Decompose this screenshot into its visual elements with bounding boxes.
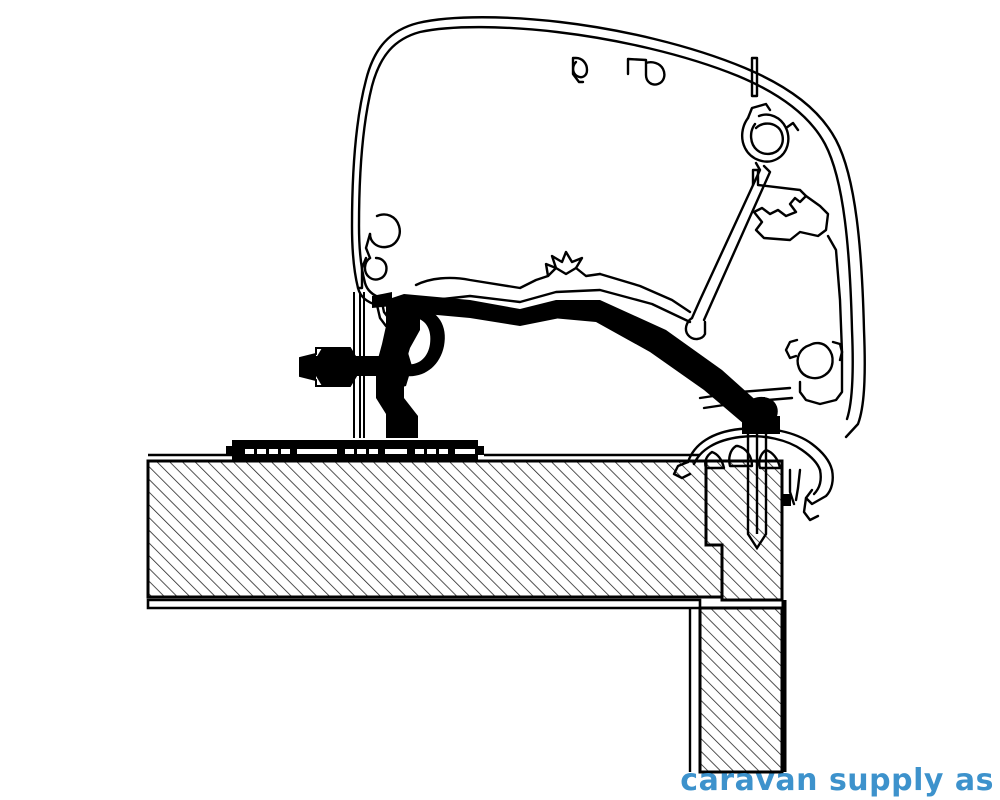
mounting-plate [353,292,365,438]
trim-wall-joint-marker [783,494,791,506]
awning-profile-lower-lip [414,250,692,324]
base-plate-serrations [245,449,475,454]
edge-fixing-screw [746,428,768,551]
edge-trim [672,427,834,522]
awning-case-profile [350,16,866,439]
wall-upper-block [704,459,784,602]
mounting-bolt-outline [299,347,396,387]
watermark-caravan-supply: caravan supply as [680,763,994,798]
roof-panel [146,459,724,610]
side-wall-panel [688,600,787,774]
clamp-screw-outline [747,396,778,417]
